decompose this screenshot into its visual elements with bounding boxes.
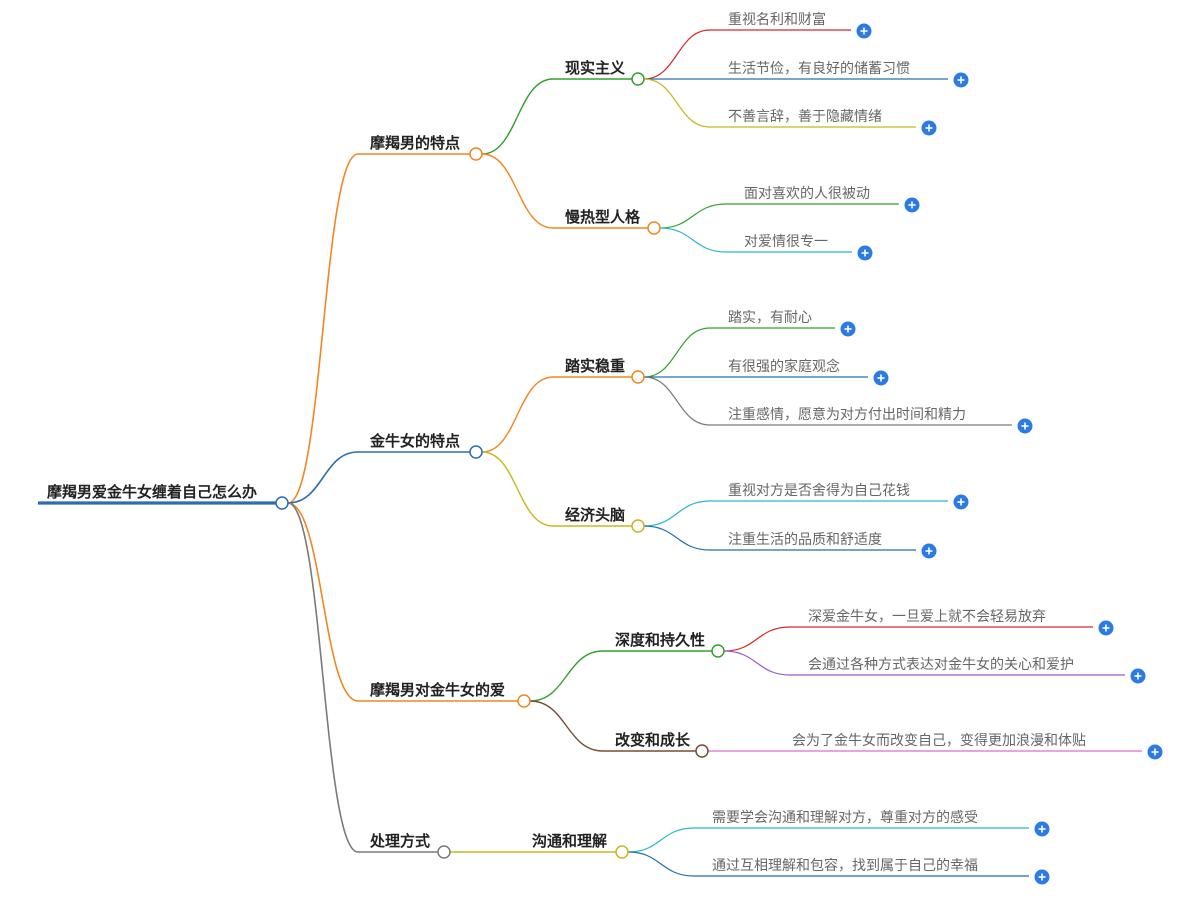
expand-leaf-button[interactable] xyxy=(1034,821,1050,837)
leaf-topic: 不善言辞，善于隐藏情绪 xyxy=(728,109,882,125)
subtopic-connector xyxy=(481,376,554,453)
expand-leaf-button[interactable] xyxy=(904,197,920,213)
expand-leaf-button[interactable] xyxy=(1098,620,1114,636)
expand-leaf-button[interactable] xyxy=(873,370,889,386)
leaf-connector xyxy=(643,376,711,426)
subtopic-collapse-toggle[interactable] xyxy=(695,744,709,758)
subtopic-connector xyxy=(529,650,604,702)
branch-topic-b2: 金牛女的特点 xyxy=(369,432,460,450)
leaf-topic: 对爱情很专一 xyxy=(744,234,828,250)
branch-connector xyxy=(287,502,359,702)
expand-leaf-button[interactable] xyxy=(840,321,856,337)
subtopic-b2c1: 踏实稳重 xyxy=(565,357,625,375)
subtopic-b3c2: 改变和成长 xyxy=(615,731,691,749)
leaf-topic: 需要学会沟通和理解对方，尊重对方的感受 xyxy=(712,809,978,826)
leaf-connector xyxy=(643,327,711,378)
branch-collapse-toggle[interactable] xyxy=(437,845,451,859)
expand-leaf-button[interactable] xyxy=(1017,418,1033,434)
leaf-topic: 深爱金牛女，一旦爱上就不会轻易放弃 xyxy=(808,608,1046,625)
leaf-connector xyxy=(643,500,711,527)
subtopic-collapse-toggle[interactable] xyxy=(631,72,645,86)
leaf-connector xyxy=(627,851,695,877)
subtopic-connector xyxy=(481,451,554,527)
subtopic-b2c2: 经济头脑 xyxy=(565,506,625,524)
branch-connector xyxy=(287,451,359,504)
node-layer: 摩羯男爱金牛女缠着自己怎么办 摩羯男的特点 现实主义 重视名利和财富生活节俭，有良好的… xyxy=(47,11,1163,885)
leaf-connector xyxy=(643,525,711,551)
expand-leaf-button[interactable] xyxy=(1130,668,1146,684)
leaf-connector xyxy=(659,203,727,229)
subtopic-collapse-toggle[interactable] xyxy=(711,644,725,658)
leaf-topic: 注重生活的品质和舒适度 xyxy=(728,532,882,548)
leaf-topic: 注重感情，愿意为对方付出时间和精力 xyxy=(728,406,966,423)
leaf-topic: 有很强的家庭观念 xyxy=(728,358,840,375)
leaf-connector xyxy=(643,29,711,80)
subtopic-collapse-toggle[interactable] xyxy=(615,845,629,859)
expand-leaf-button[interactable] xyxy=(856,23,872,39)
subtopic-b1c2: 慢热型人格 xyxy=(565,208,641,226)
expand-leaf-button[interactable] xyxy=(921,543,937,559)
branch-topic-b1: 摩羯男的特点 xyxy=(370,134,460,152)
branch-connector xyxy=(287,153,359,504)
subtopic-collapse-toggle[interactable] xyxy=(631,370,645,384)
subtopic-connector xyxy=(481,78,554,155)
subtopic-b3c1: 深度和持久性 xyxy=(615,631,705,649)
root-topic: 摩羯男爱金牛女缠着自己怎么办 xyxy=(47,483,257,501)
subtopic-connector xyxy=(481,153,554,229)
expand-leaf-button[interactable] xyxy=(1034,869,1050,885)
leaf-topic: 面对喜欢的人很被动 xyxy=(744,186,870,202)
leaf-connector xyxy=(659,227,727,253)
subtopic-b1c1: 现实主义 xyxy=(565,59,625,77)
expand-leaf-button[interactable] xyxy=(953,72,969,88)
leaf-connector xyxy=(723,626,791,652)
expand-leaf-button[interactable] xyxy=(953,494,969,510)
expand-leaf-button[interactable] xyxy=(921,120,937,136)
branch-topic-b3: 摩羯男对金牛女的爱 xyxy=(370,681,505,699)
connector-layer xyxy=(38,29,1142,877)
subtopic-collapse-toggle[interactable] xyxy=(631,519,645,533)
root-collapse-toggle[interactable] xyxy=(275,496,289,510)
leaf-connector xyxy=(643,78,711,128)
leaf-topic: 通过互相理解和包容，找到属于自己的幸福 xyxy=(712,857,978,874)
leaf-topic: 会为了金牛女而改变自己，变得更加浪漫和体贴 xyxy=(792,732,1086,749)
leaf-connector xyxy=(627,827,695,853)
expand-leaf-button[interactable] xyxy=(1147,744,1163,760)
branch-topic-b4: 处理方式 xyxy=(369,832,430,850)
subtopic-b4c1: 沟通和理解 xyxy=(532,832,607,850)
leaf-topic: 重视对方是否舍得为自己花钱 xyxy=(728,482,910,499)
leaf-topic: 踏实，有耐心 xyxy=(728,310,812,326)
subtopic-connector xyxy=(529,700,604,752)
branch-collapse-toggle[interactable] xyxy=(469,445,483,459)
branch-collapse-toggle[interactable] xyxy=(517,694,531,708)
leaf-connector xyxy=(723,650,791,676)
subtopic-collapse-toggle[interactable] xyxy=(647,221,661,235)
expand-leaf-button[interactable] xyxy=(857,245,873,261)
leaf-topic: 会通过各种方式表达对金牛女的关心和爱护 xyxy=(808,656,1074,673)
leaf-topic: 生活节俭，有良好的储蓄习惯 xyxy=(728,60,910,77)
branch-collapse-toggle[interactable] xyxy=(469,147,483,161)
branch-connector xyxy=(287,502,359,853)
leaf-topic: 重视名利和财富 xyxy=(728,11,826,28)
